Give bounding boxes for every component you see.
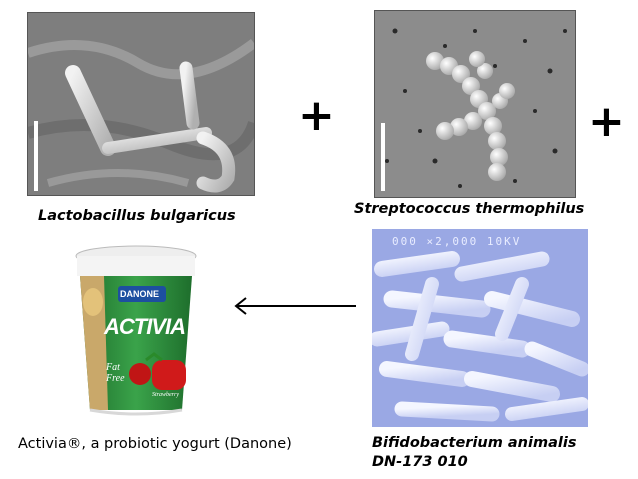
bifidobacterium-caption-line1: Bifidobacterium animalis: [372, 435, 577, 451]
activia-logo: ACTIVIA: [104, 314, 186, 339]
activia-yogurt-image: DANONE ACTIVIA Fat Free Strawberry: [74, 242, 198, 418]
streptococcus-sem-image: [374, 10, 576, 198]
fat-free-label: Fat Free: [106, 362, 125, 384]
lactobacillus-caption: Lactobacillus bulgaricus: [38, 208, 236, 224]
flavor-label: Strawberry: [152, 392, 179, 398]
bifidobacterium-caption-line2: DN-173 010: [372, 454, 468, 470]
danone-logo: DANONE: [120, 289, 160, 299]
yogurt-caption: Activia®, a probiotic yogurt (Danone): [18, 436, 292, 452]
bifidobacterium-micrograph: 000 ×2,000 10KV: [372, 229, 588, 427]
plus-sign-2: +: [588, 96, 625, 147]
streptococcus-caption: Streptococcus thermophilus: [354, 201, 585, 217]
micrograph-scale-text: 000 ×2,000 10KV: [392, 235, 522, 248]
plus-sign-1: +: [298, 90, 335, 141]
lactobacillus-sem-image: [27, 12, 255, 196]
left-arrow-icon: [234, 297, 356, 315]
